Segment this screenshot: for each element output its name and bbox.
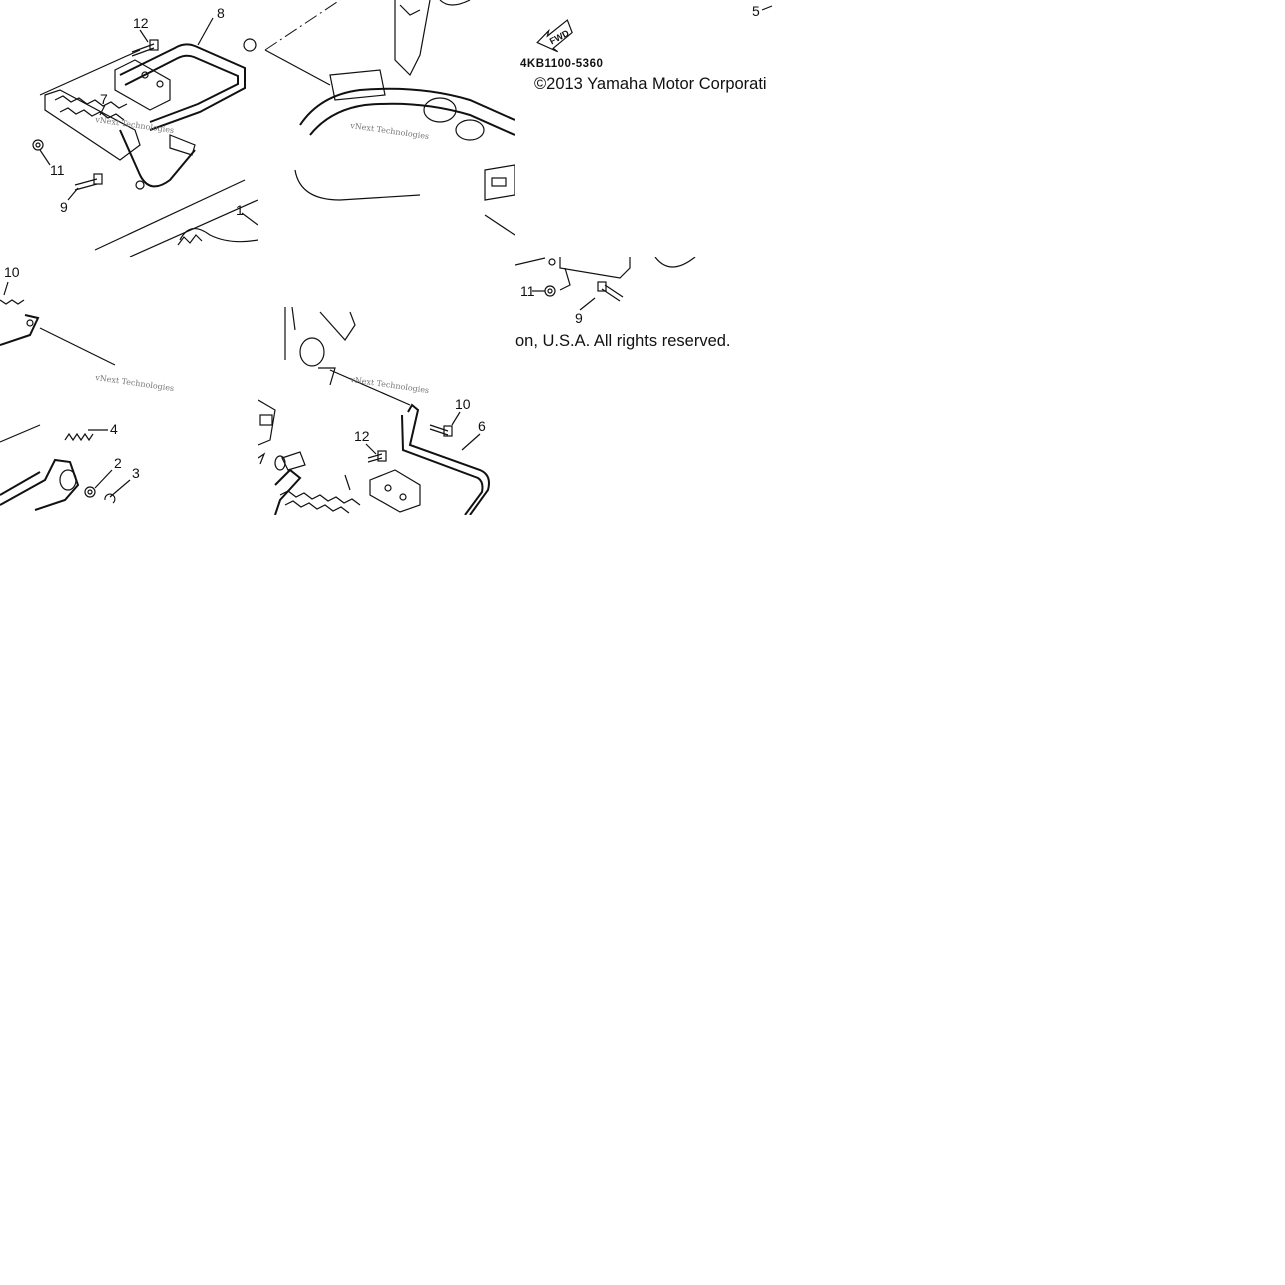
watermark-text-4: vNext Technologies (349, 375, 430, 395)
callout-3: 3 (132, 465, 140, 481)
callout-2: 2 (114, 455, 122, 471)
tile-footrest-left: vNext Technologies 12 8 7 11 9 1 (32, 5, 258, 257)
watermark-text-2: vNext Technologies (349, 121, 430, 141)
fwd-arrow-icon: FWD (536, 19, 573, 53)
callout-9-b: 9 (575, 310, 583, 326)
callout-8: 8 (217, 5, 225, 21)
callout-11: 11 (50, 162, 65, 178)
callout-11-b: 11 (520, 283, 535, 299)
tile-footrest-right: vNext Technologies 10 12 6 (258, 307, 490, 515)
callout-5: 5 (752, 3, 760, 19)
callout-4: 4 (110, 421, 118, 437)
watermark-text-3: vNext Technologies (94, 373, 175, 393)
copyright-text-left: ©2013 Yamaha Motor Corporati (534, 75, 767, 93)
tile-bracket-right: 11 9 on, U.S.A. All rights reserved. (515, 257, 731, 350)
callout-10-b: 10 (455, 396, 471, 412)
callout-9: 9 (60, 199, 68, 215)
callout-1: 1 (236, 202, 244, 218)
tile-info-right: FWD 4KB1100-5360 ©2013 Yamaha Motor Corp… (520, 3, 773, 93)
callout-6: 6 (478, 418, 486, 434)
tile-frame-center: vNext Technologies (264, 0, 515, 236)
callout-7: 7 (100, 91, 108, 107)
part-code: 4KB1100-5360 (520, 58, 603, 70)
tile-brake-pedal: vNext Technologies 10 4 2 3 (0, 264, 175, 511)
callout-12-b: 12 (354, 428, 370, 444)
callout-10: 10 (4, 264, 20, 280)
copyright-text-right: on, U.S.A. All rights reserved. (515, 332, 731, 350)
callout-12: 12 (133, 15, 149, 31)
